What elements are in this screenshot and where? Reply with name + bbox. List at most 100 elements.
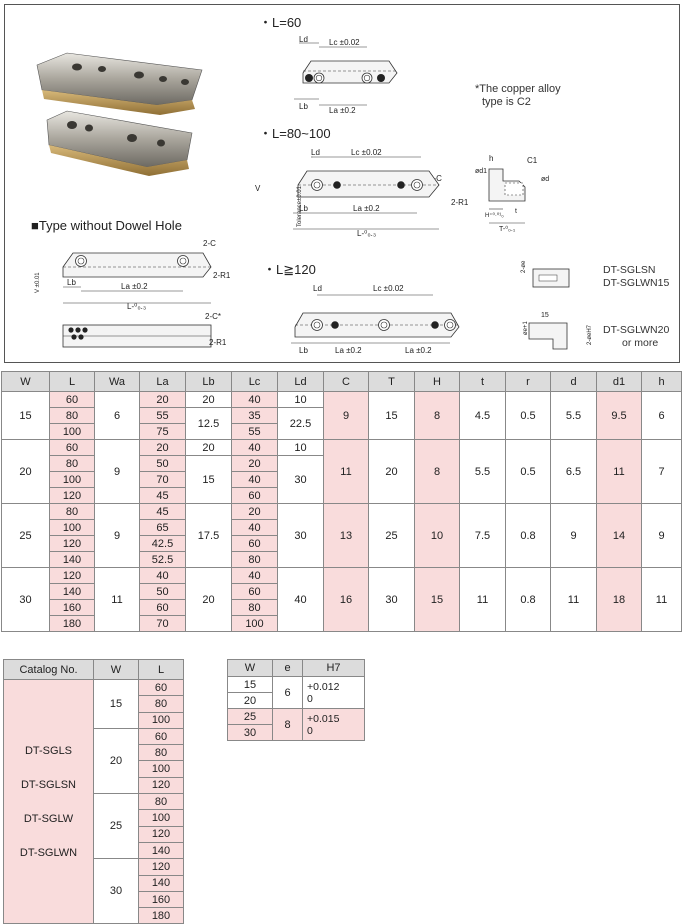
spec-cell-c: 16 [323, 567, 369, 632]
type-without-dowel-heading: ■Type without Dowel Hole [31, 218, 182, 233]
spec-cell-ld: 10 [277, 391, 324, 408]
spec-cell-r: 0.8 [505, 503, 551, 568]
h7-tol-value: 0 [307, 724, 313, 737]
spec-cell-wa: 9 [94, 503, 140, 568]
h7-row: 20 [227, 692, 365, 709]
catalog-number: DT-SGLSN [20, 778, 76, 791]
spec-cell-c: 9 [323, 391, 369, 440]
spec-cell-lc: 40 [231, 439, 278, 456]
spec-cell-la: 70 [139, 615, 186, 632]
dim-v: V [255, 184, 261, 193]
spec-cell-lc: 40 [231, 471, 278, 488]
code-or-more: or more [622, 337, 659, 349]
spec-cell-w: 25 [1, 503, 50, 568]
catalog-number: DT-SGLW [23, 812, 74, 825]
h7-header-1: e [272, 659, 303, 677]
spec-cell-la: 45 [139, 503, 186, 520]
spec-cell-l: 100 [49, 471, 95, 488]
catalog-w-cell: 20 [93, 727, 139, 795]
spec-cell-wa: 9 [94, 439, 140, 504]
spec-cell-ld: 30 [277, 455, 324, 504]
section-l80-label: ・L=80~100 [259, 126, 331, 141]
h7-e-cell: 8 [272, 708, 303, 741]
spec-cell-la: 52.5 [139, 551, 186, 568]
spec-header-lb: Lb [185, 371, 232, 392]
spec-cell-lc: 60 [231, 487, 278, 504]
spec-cell-l: 120 [49, 567, 95, 584]
spec-cell-d: 9 [550, 503, 597, 568]
h7-e-cell: 6 [272, 676, 303, 709]
dim-lc-4: Lc ±0.02 [373, 284, 404, 293]
spec-cell-lc: 40 [231, 567, 278, 584]
dim-2c: 2-C [429, 174, 442, 183]
catalog-l-cell: 60 [138, 727, 184, 746]
catalog-w-cell: 15 [93, 679, 139, 729]
dim-la-3: La ±0.2 [121, 282, 148, 291]
spec-header-wa: Wa [94, 371, 140, 392]
spec-cell-wa: 11 [94, 567, 140, 632]
drawing-without-dowel: 2-C 2-R1 V ±0.01 Lb La ±0.2 L-⁰₀.₃ 2-C* … [35, 239, 231, 348]
spec-cell-d: 11 [550, 567, 597, 632]
catalog-number: DT-SGLWN [19, 846, 78, 859]
dim-2c-3: 2-C [203, 239, 216, 248]
catalog-l-cell: 100 [138, 760, 184, 778]
product-photo [36, 52, 203, 176]
spec-cell-lb: 12.5 [185, 407, 232, 440]
h7-w-cell: 25 [227, 708, 273, 725]
spec-cell-l: 80 [49, 407, 95, 424]
spec-header-d: d [550, 371, 597, 392]
spec-cell-t: 4.5 [459, 391, 506, 440]
spec-cell-t: 30 [368, 567, 415, 632]
catalog-l-cell: 80 [138, 695, 184, 713]
spec-header-d1: d1 [596, 371, 642, 392]
catalog-l-cell: 120 [138, 825, 184, 843]
spec-cell-d1: 18 [596, 567, 642, 632]
dim-lc: Lc ±0.02 [329, 38, 360, 47]
dim-c1: C1 [527, 156, 538, 165]
catalog-row: 140 [4, 841, 184, 860]
spec-cell-la: 70 [139, 471, 186, 488]
spec-cell-lc: 20 [231, 455, 278, 472]
dim-phie: øe+1 [523, 320, 529, 335]
dim-tolerance: Tolerance±0.01 [297, 185, 303, 227]
spec-cell-lc: 20 [231, 503, 278, 520]
spec-header-ld: Ld [277, 371, 324, 392]
h7-header-2: H7 [302, 659, 365, 677]
spec-cell-lc: 100 [231, 615, 278, 632]
spec-cell-d1: 14 [596, 503, 642, 568]
h7-row: 30 [227, 724, 365, 741]
spec-cell-ld: 22.5 [277, 407, 324, 440]
h7-w-cell: 15 [227, 676, 273, 693]
drawing-side-view: h C1 ød1 ød H⁺⁰·⁰¹₀ t T-⁰₀.₁ [475, 154, 549, 233]
spec-cell-h: 8 [414, 439, 460, 504]
catalog-l-cell: 80 [138, 744, 184, 762]
spec-header-h: h [641, 371, 682, 392]
spec-cell-ld: 40 [277, 567, 324, 632]
drawing-flange-views: 2-øe øe+1 15 2-øeH7 [521, 260, 593, 350]
spec-cell-l: 100 [49, 519, 95, 536]
spec-cell-t: 25 [368, 503, 415, 568]
spec-cell-lc: 60 [231, 583, 278, 600]
dim-la: La ±0.2 [329, 106, 356, 115]
spec-header-la: La [139, 371, 186, 392]
catalog-row: 120 [4, 825, 184, 843]
catalog-l-cell: 60 [138, 678, 184, 697]
spec-cell-lb: 17.5 [185, 503, 232, 568]
copper-note-line2: type is C2 [482, 96, 531, 108]
spec-cell-c: 11 [323, 439, 369, 504]
drawing-l120: Ld Lc ±0.02 Lb La ±0.2 La ±0.2 [291, 284, 460, 355]
